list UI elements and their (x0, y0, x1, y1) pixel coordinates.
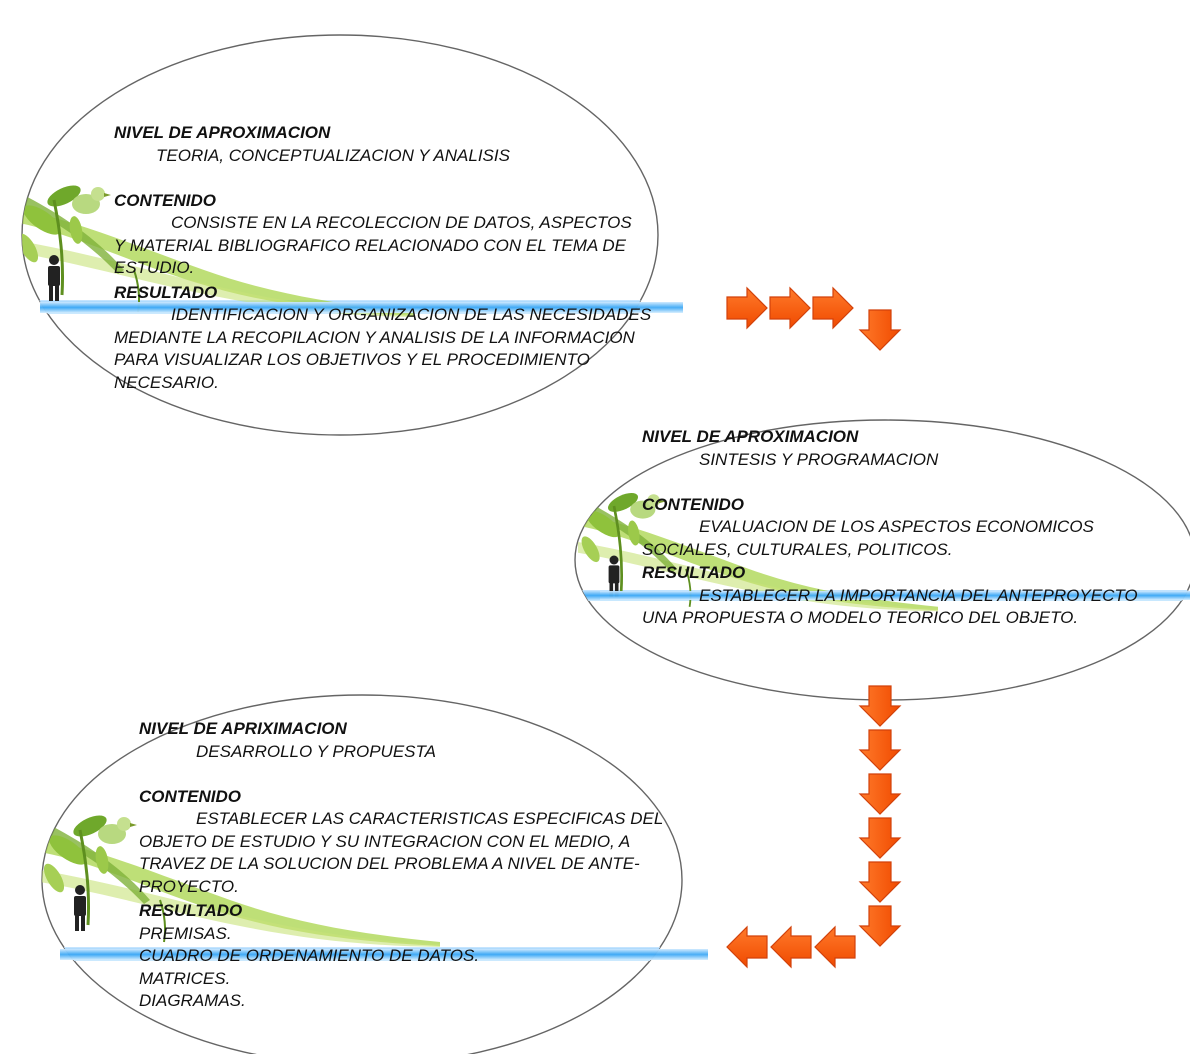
contenido-line: ESTUDIO. (114, 258, 195, 277)
right-arrow-icon (769, 287, 811, 329)
contenido-heading: CONTENIDO (139, 786, 241, 806)
nivel-heading: NIVEL DE APROXIMACION (642, 427, 859, 446)
resultado-line: IDENTIFICACION Y ORGANIZACION DE LAS NEC… (171, 305, 652, 324)
contenido-line: PROYECTO. (139, 876, 239, 896)
nivel-heading: NIVEL DE APROXIMACION (114, 123, 331, 142)
blue-band-2-ext (600, 591, 1190, 600)
contenido-line: TRAVEZ DE LA SOLUCION DEL PROBLEMA A NIV… (139, 854, 640, 873)
nivel-value: SINTESIS Y PROGRAMACION (699, 449, 939, 469)
contenido-heading: CONTENIDO (114, 190, 216, 210)
nivel-value: DESARROLLO Y PROPUESTA (196, 741, 436, 761)
down-arrow-icon (859, 309, 901, 351)
contenido-line: Y MATERIAL BIBLIOGRAFICO RELACIONADO CON… (114, 235, 627, 255)
resultado-line: PREMISAS. (139, 923, 232, 943)
contenido-line: OBJETO DE ESTUDIO Y SU INTEGRACION CON E… (139, 831, 631, 851)
contenido-line: SOCIALES, CULTURALES, POLITICOS. (642, 539, 953, 559)
down-arrow-icon (859, 817, 901, 859)
resultado-line: PARA VISUALIZAR LOS OBJETIVOS Y EL PROCE… (114, 350, 590, 369)
resultado-line: ESTABLECER LA IMPORTANCIA DEL ANTEPROYEC… (699, 585, 1138, 605)
down-arrow-icon (859, 905, 901, 947)
block-1-text: NIVEL DE APROXIMACION TEORIA, CONCEPTUAL… (114, 122, 651, 394)
resultado-heading: RESULTADO (114, 282, 218, 302)
resultado-heading: RESULTADO (642, 563, 746, 582)
down-arrow-icon (859, 729, 901, 771)
block-3-text: NIVEL DE APRIXIMACION DESARROLLO Y PROPU… (139, 718, 663, 1013)
resultado-line: MATRICES. (139, 968, 231, 988)
blue-band-1-ext (40, 302, 683, 313)
right-arrow-icon (726, 287, 768, 329)
resultado-line: UNA PROPUESTA O MODELO TEORICO DEL OBJET… (642, 608, 1079, 627)
block-2-text: NIVEL DE APROXIMACION SINTESIS Y PROGRAM… (642, 426, 1138, 630)
resultado-line: MEDIANTE LA RECOPILACION Y ANALISIS DE L… (114, 327, 635, 347)
left-arrow-icon (770, 926, 812, 968)
resultado-line: CUADRO DE ORDENAMIENTO DE DATOS. (139, 946, 480, 965)
down-arrow-icon (859, 773, 901, 815)
resultado-heading: RESULTADO (139, 901, 243, 920)
contenido-line: ESTABLECER LAS CARACTERISTICAS ESPECIFIC… (196, 809, 664, 828)
resultado-line: DIAGRAMAS. (139, 991, 246, 1010)
left-arrow-icon (726, 926, 768, 968)
left-arrow-icon (814, 926, 856, 968)
blue-band-3-ext (60, 949, 708, 960)
down-arrow-icon (859, 861, 901, 903)
right-arrow-icon (812, 287, 854, 329)
contenido-heading: CONTENIDO (642, 494, 744, 514)
contenido-line: CONSISTE EN LA RECOLECCION DE DATOS, ASP… (171, 213, 632, 232)
nivel-value: TEORIA, CONCEPTUALIZACION Y ANALISIS (156, 145, 510, 165)
nivel-heading: NIVEL DE APRIXIMACION (139, 719, 347, 738)
resultado-line: NECESARIO. (114, 372, 219, 392)
contenido-line: EVALUACION DE LOS ASPECTOS ECONOMICOS (699, 517, 1094, 536)
